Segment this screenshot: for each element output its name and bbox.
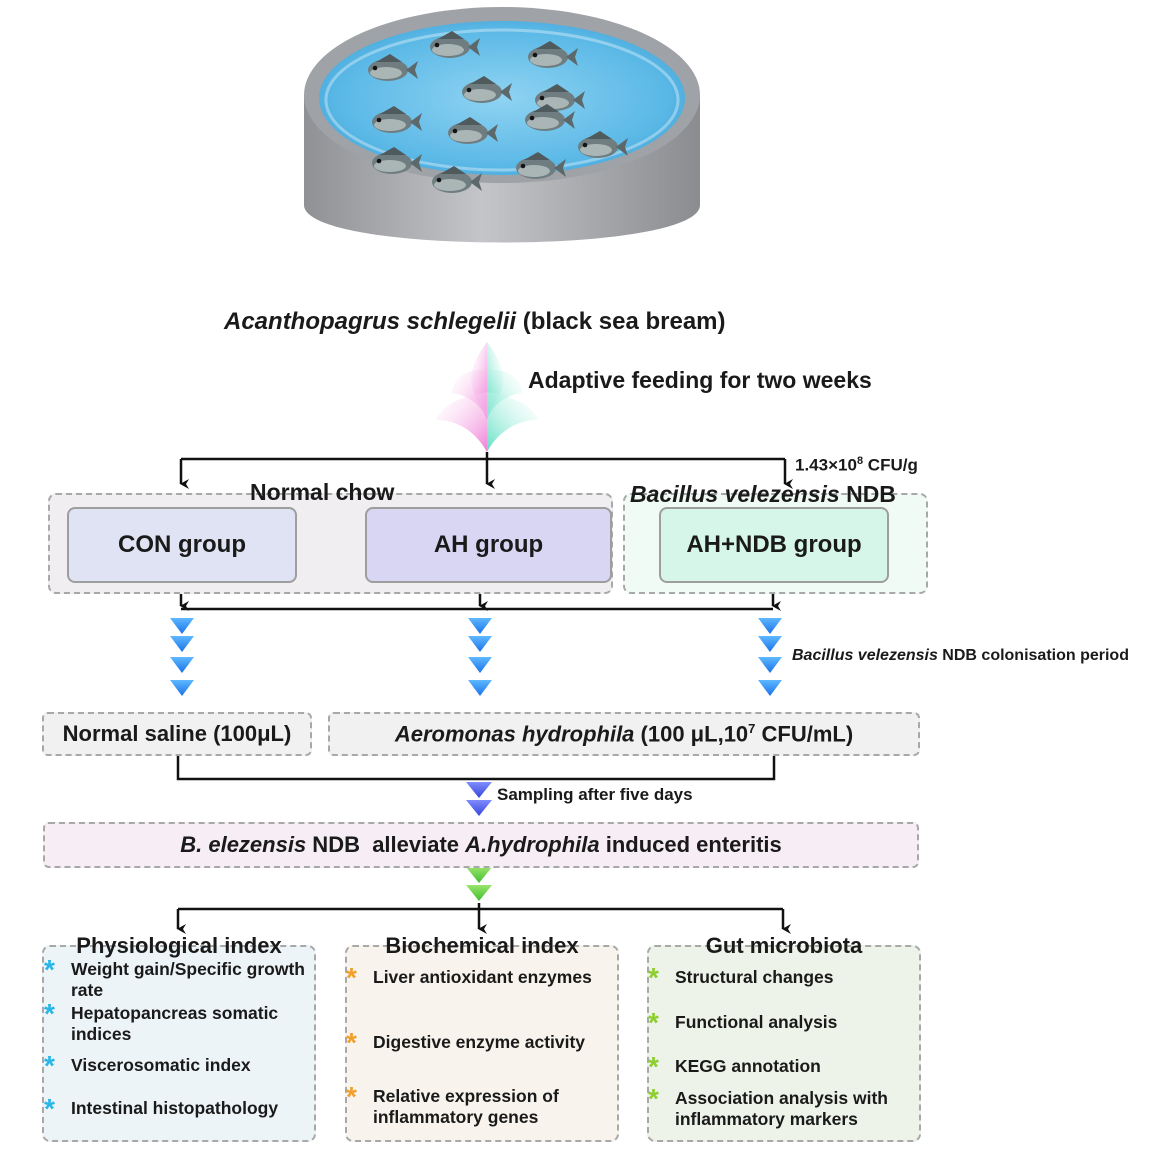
conclusion-probiotic: B. elezensis: [180, 832, 307, 857]
physiological-title: Physiological index: [76, 933, 282, 958]
list-item: *Association analysis with inflammatory …: [648, 1083, 888, 1130]
species-common-name: (black sea bream): [516, 308, 726, 335]
challenge-species: Aeromonas hydrophila: [394, 721, 635, 747]
adaptive-feeding-funnel: [436, 342, 538, 452]
list-item: *KEGG annotation: [648, 1051, 821, 1082]
fish-tank-illustration: [304, 7, 700, 243]
asterisk-icon: *: [346, 1081, 357, 1112]
dose-base: 1.43×10: [795, 455, 857, 475]
list-item: *Digestive enzyme activity: [346, 1027, 586, 1058]
colonisation-label: Bacillus velezensis NDB colonisation per…: [792, 647, 1129, 665]
list-item: *Weight gain/Specific growth rate: [44, 954, 305, 1001]
biochemical-panel: [345, 945, 619, 1142]
probiotic-strain: NDB: [839, 481, 896, 507]
list-item: *Relative expression of inflammatory gen…: [346, 1081, 559, 1128]
species-label: Acanthopagrus schlegelii (black sea brea…: [224, 308, 726, 336]
asterisk-icon: *: [44, 1050, 55, 1081]
analysis-chevrons: [466, 867, 492, 901]
conclusion-pathogen: A.hydrophila: [465, 832, 600, 857]
list-item: *Structural changes: [648, 962, 834, 993]
list-item: *Functional analysis: [648, 1007, 838, 1038]
gut-microbiota-panel: [647, 945, 921, 1142]
conclusion-box: B. elezensis NDB alleviate A.hydrophila …: [43, 822, 919, 868]
dose-exponent: 8: [856, 455, 864, 467]
probiotic-species: Bacillus velezensis: [630, 481, 840, 507]
asterisk-icon: *: [44, 954, 55, 985]
asterisk-icon: *: [44, 998, 55, 1029]
ah-ndb-group-box: AH+NDB group: [659, 507, 889, 583]
list-item: *Intestinal histopathology: [44, 1093, 279, 1124]
split-arrows: [179, 452, 793, 489]
colonisation-species: Bacillus velezensis: [792, 647, 938, 664]
conclusion-mid: NDB alleviate: [306, 832, 466, 857]
list-item: *Liver antioxidant enzymes: [346, 962, 592, 993]
sampling-bracket: [176, 754, 776, 781]
asterisk-icon: *: [346, 962, 357, 993]
normal-chow-label: Normal chow: [250, 479, 395, 505]
challenge-exponent: 7: [748, 720, 756, 736]
physiological-panel: [42, 945, 316, 1142]
list-item: *Hepatopancreas somatic indices: [44, 998, 279, 1045]
biochemical-title: Biochemical index: [385, 933, 579, 958]
list-item: *Viscerosomatic index: [44, 1050, 251, 1081]
species-name: Acanthopagrus schlegelii: [224, 308, 517, 335]
sampling-label: Sampling after five days: [497, 785, 693, 804]
asterisk-icon: *: [648, 1051, 659, 1082]
ah-group-box: AH group: [365, 507, 612, 583]
asterisk-icon: *: [648, 1007, 659, 1038]
challenge-box: Aeromonas hydrophila (100 μL,107 CFU/mL): [328, 712, 920, 756]
normal-saline-box: Normal saline (100μL): [42, 712, 312, 756]
asterisk-icon: *: [44, 1093, 55, 1124]
panel-arrows: [176, 903, 791, 934]
colonisation-text: NDB colonisation period: [937, 647, 1129, 664]
challenge-dose: (100 μL,10: [634, 721, 749, 747]
colonisation-chevrons: [170, 618, 782, 696]
sampling-chevrons: [466, 782, 492, 816]
asterisk-icon: *: [346, 1027, 357, 1058]
gut-microbiota-title: Gut microbiota: [705, 933, 863, 958]
challenge-unit: CFU/mL): [755, 721, 854, 747]
asterisk-icon: *: [648, 1083, 659, 1114]
probiotic-label: Bacillus velezensis NDB: [630, 481, 896, 508]
adaptive-feeding-label: Adaptive feeding for two weeks: [528, 367, 872, 393]
asterisk-icon: *: [648, 962, 659, 993]
conclusion-end: induced enteritis: [599, 832, 782, 857]
con-group-box: CON group: [67, 507, 297, 583]
dose-unit: CFU/g: [863, 455, 918, 475]
dose-label: 1.43×108 CFU/g: [795, 455, 918, 476]
